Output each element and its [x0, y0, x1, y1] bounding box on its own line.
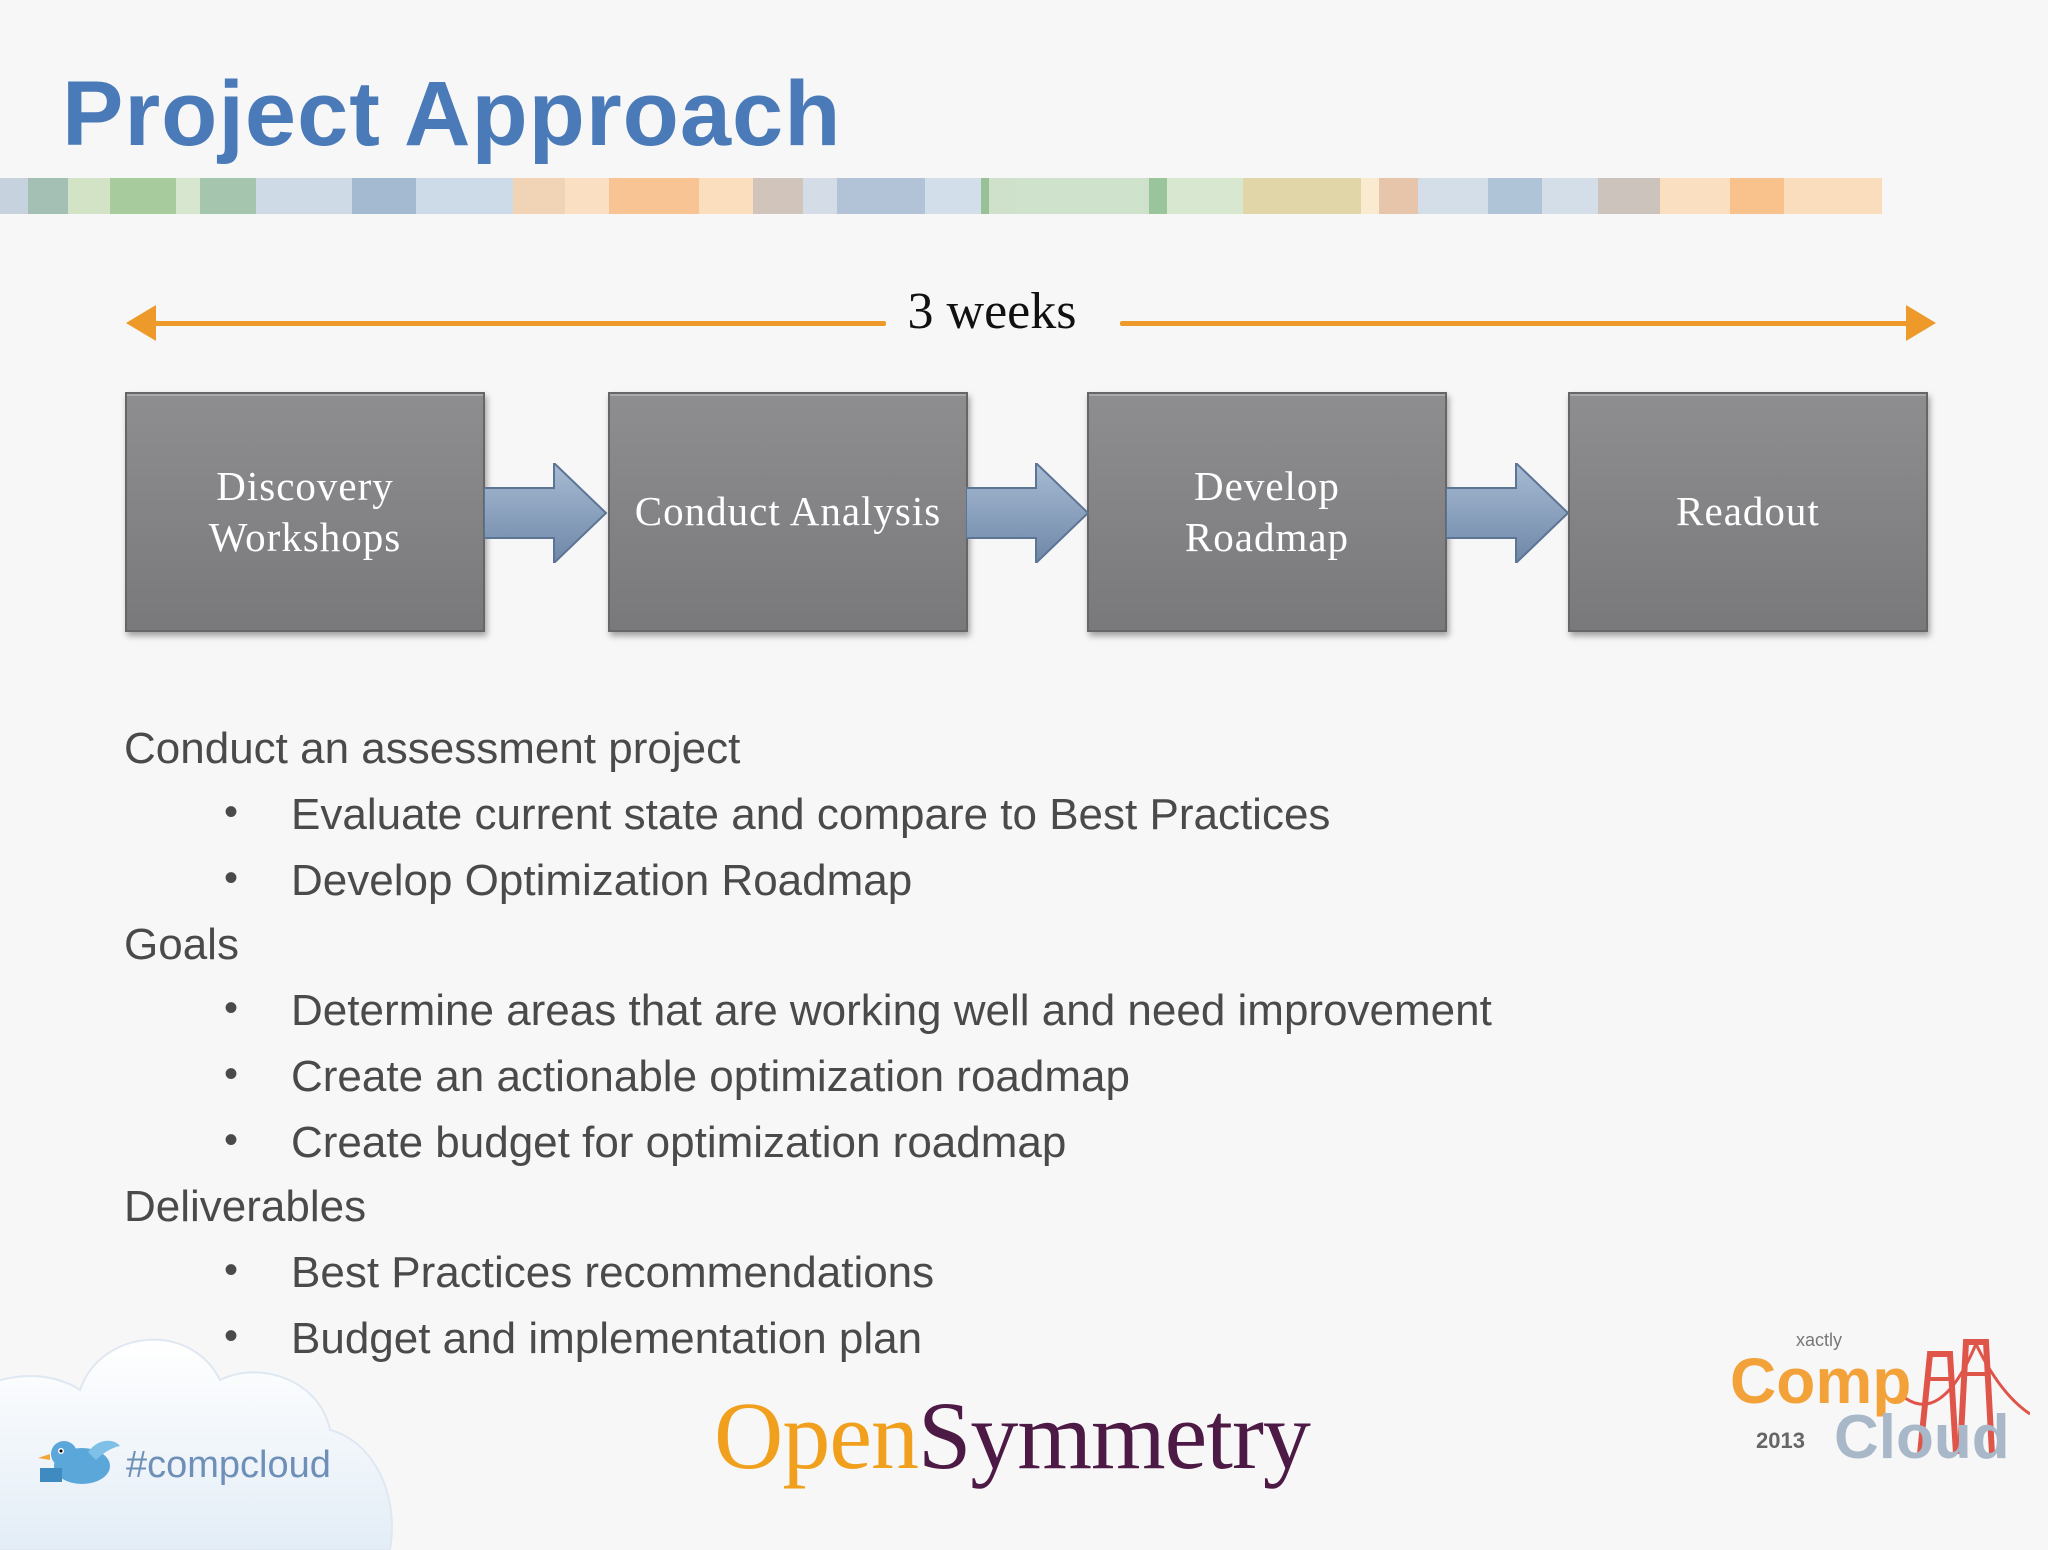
logo-text-symmetry: Symmetry	[918, 1382, 1310, 1489]
opensymmetry-logo: OpenSymmetry	[714, 1380, 1310, 1491]
compcloud-logo: xactly Comp 2013 Cloud	[1730, 1330, 2030, 1490]
bullet-item: Create an actionable optimization roadma…	[291, 1052, 1130, 1102]
bullet-item: Develop Optimization Roadmap	[291, 856, 912, 906]
bullet-icon: •	[224, 1118, 238, 1163]
bullet-icon: •	[224, 1052, 238, 1097]
right-arrow-icon	[1446, 463, 1574, 563]
bullet-item: Determine areas that are working well an…	[291, 986, 1492, 1036]
process-step-label: Discovery Workshops	[209, 461, 401, 564]
section-heading: Deliverables	[124, 1182, 366, 1232]
timeline-arrowhead-right	[1906, 305, 1936, 341]
process-step-analysis: Conduct Analysis	[608, 392, 968, 632]
bird-icon	[30, 1432, 126, 1496]
page-title: Project Approach	[62, 62, 841, 167]
process-step-label: Develop Roadmap	[1185, 461, 1349, 564]
bullet-icon: •	[224, 1248, 238, 1293]
cloud-graphic	[0, 1310, 400, 1550]
bullet-item: Best Practices recommendations	[291, 1248, 934, 1298]
hashtag-label: #compcloud	[126, 1444, 331, 1487]
right-arrow-icon	[966, 463, 1094, 563]
process-step-roadmap: Develop Roadmap	[1087, 392, 1447, 632]
process-step-label: Conduct Analysis	[635, 486, 941, 537]
bullet-icon: •	[224, 986, 238, 1031]
process-step-discovery: Discovery Workshops	[125, 392, 485, 632]
process-step-label: Readout	[1676, 486, 1820, 537]
timeline-label: 3 weeks	[870, 282, 1114, 341]
timeline-arrowhead-left	[126, 305, 156, 341]
bullet-icon: •	[224, 790, 238, 835]
right-arrow-icon	[484, 463, 612, 563]
color-band	[0, 178, 1882, 214]
process-step-readout: Readout	[1568, 392, 1928, 632]
section-heading: Conduct an assessment project	[124, 724, 740, 774]
bullet-icon: •	[224, 856, 238, 901]
conference-word-cloud: Cloud	[1834, 1402, 2010, 1473]
timeline-line-left	[140, 321, 886, 326]
bullet-item: Evaluate current state and compare to Be…	[291, 790, 1330, 840]
section-heading: Goals	[124, 920, 239, 970]
bullet-item: Create budget for optimization roadmap	[291, 1118, 1066, 1168]
timeline-line-right	[1120, 321, 1920, 326]
conference-year: 2013	[1756, 1428, 1805, 1454]
logo-text-open: Open	[714, 1382, 918, 1489]
